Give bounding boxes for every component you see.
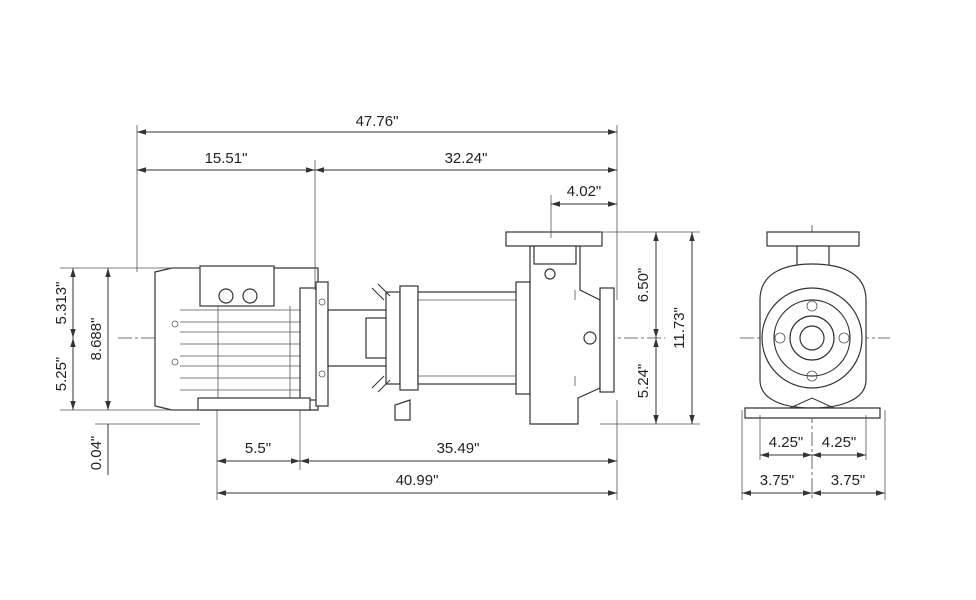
dimension-lines <box>60 125 886 500</box>
dim-half-base-left: 3.75" <box>760 472 795 489</box>
dim-half-base-right: 3.75" <box>831 472 866 489</box>
dim-foot-spacing: 35.49" <box>437 440 480 457</box>
dim-base-gap: 0.04" <box>88 436 105 471</box>
front-view <box>740 225 890 500</box>
motor-base-foot <box>197 397 311 411</box>
pump-head <box>505 231 615 425</box>
lantern-bracket <box>327 283 419 421</box>
dim-pump-length: 32.24" <box>445 150 488 167</box>
terminal-box <box>199 265 275 307</box>
dim-half-foot-right: 4.25" <box>822 434 857 451</box>
dim-base-length: 40.99" <box>396 472 439 489</box>
dim-motor-diameter: 8.688" <box>88 318 105 361</box>
motor-body <box>154 265 329 411</box>
pump-stages <box>417 281 531 395</box>
dim-overall-length: 47.76" <box>356 113 399 130</box>
dim-foot-offset: 5.5" <box>245 440 271 457</box>
suction-flange <box>599 287 615 393</box>
dim-motor-length: 15.51" <box>205 150 248 167</box>
dim-half-foot-left: 4.25" <box>769 434 804 451</box>
dim-top-to-center: 6.50" <box>635 268 652 303</box>
dim-overall-height: 11.73" <box>671 307 688 349</box>
dim-center-to-base: 5.25" <box>53 357 70 392</box>
dimension-labels: 47.76" 15.51" 32.24" 4.02" 5.5" 35.49" 4… <box>53 113 865 489</box>
dim-center-to-bottom-right: 5.24" <box>635 364 652 399</box>
front-base-plate <box>744 407 881 419</box>
dim-motor-top: 5.313" <box>53 282 70 325</box>
side-view <box>118 231 665 425</box>
front-discharge-flange <box>766 231 860 247</box>
dim-suction-offset: 4.02" <box>567 183 602 200</box>
discharge-flange <box>505 231 603 247</box>
